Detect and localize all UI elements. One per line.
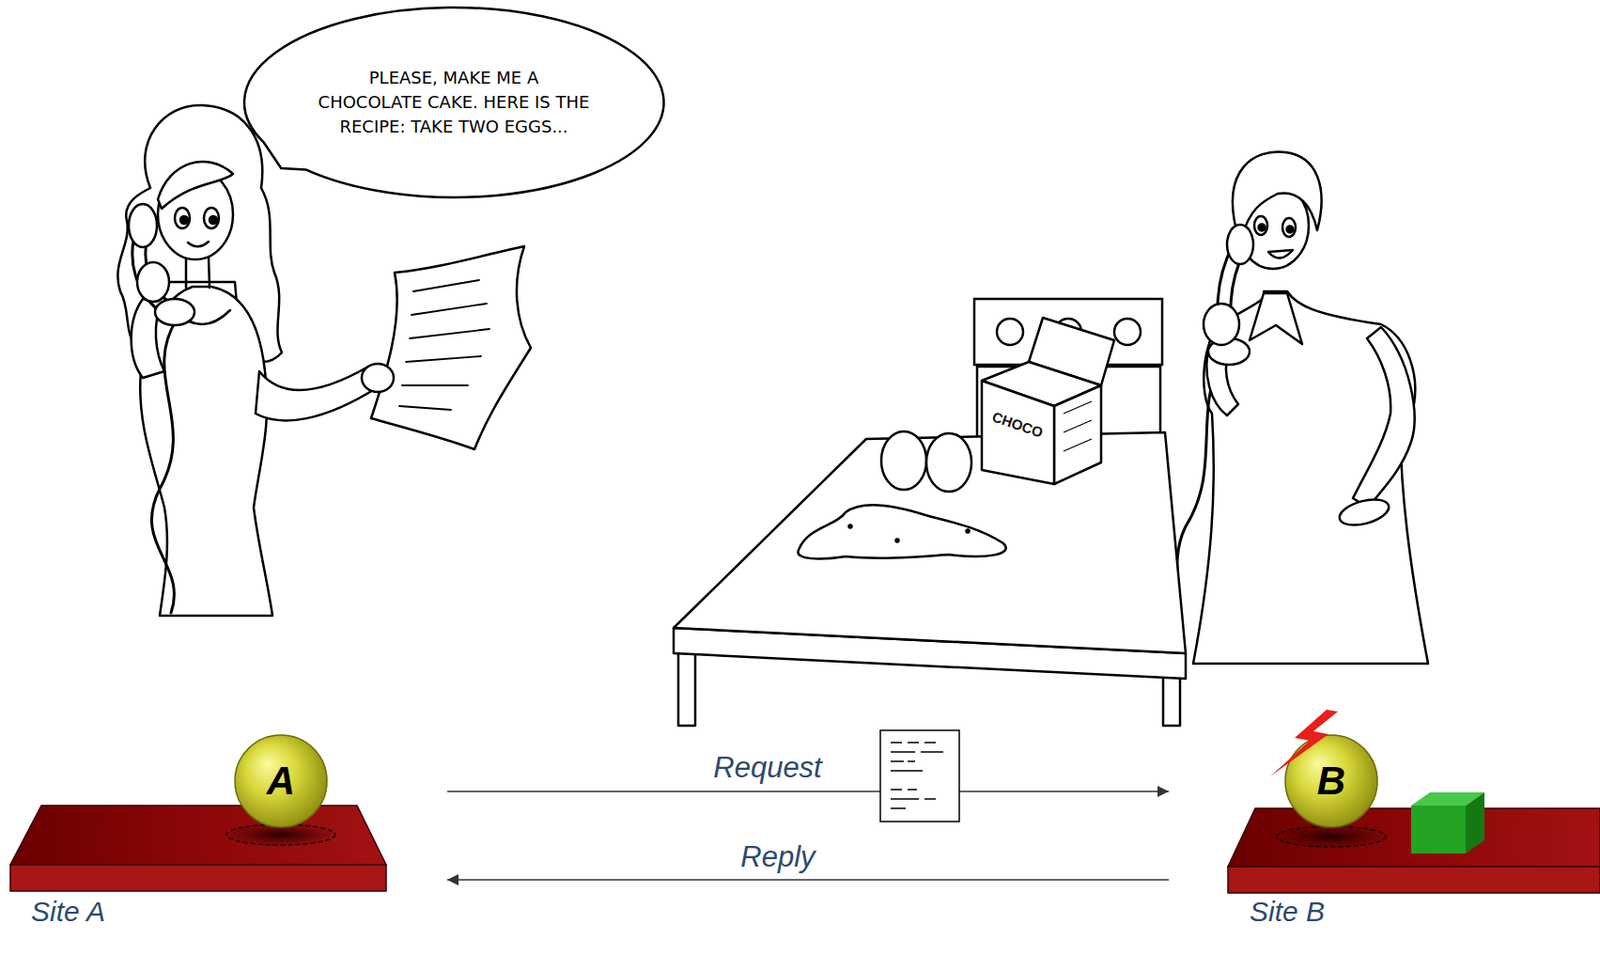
- flour-speck: [849, 525, 853, 529]
- bubble-content: PLEASE, MAKE ME A CHOCOLATE CAKE. HERE I…: [242, 5, 667, 200]
- flour-speck: [966, 529, 970, 533]
- pupil: [209, 216, 218, 224]
- oven-knob: [996, 318, 1024, 345]
- phone-earpiece: [128, 203, 157, 248]
- pupil: [180, 216, 188, 224]
- cocoa-box: [981, 317, 1115, 484]
- egg: [881, 431, 927, 490]
- ball: [234, 734, 327, 827]
- box-label: CHOCO: [990, 407, 1045, 440]
- message-label: Reply: [740, 839, 815, 873]
- body: [139, 286, 273, 616]
- eye: [1282, 217, 1296, 237]
- phone-earpiece: [1227, 224, 1254, 265]
- table-top: [673, 432, 1186, 653]
- ball-label: B: [1317, 761, 1346, 801]
- hand: [1203, 303, 1240, 345]
- pupil: [1287, 226, 1294, 234]
- platform-top: [10, 805, 387, 865]
- site-node: A: [10, 723, 448, 898]
- hand: [361, 363, 394, 392]
- arm: [255, 366, 378, 420]
- ball-shadow: [1273, 823, 1390, 849]
- recipe-scribble: [399, 279, 490, 410]
- document-icon: [880, 730, 960, 822]
- site-b-platform: [1227, 709, 1600, 893]
- egg: [926, 433, 972, 492]
- site-letter: B: [1317, 761, 1346, 801]
- message-arrow: [447, 878, 1169, 881]
- speech-text: PLEASE, MAKE ME A CHOCOLATE CAKE. HERE I…: [317, 65, 591, 140]
- site-label: Site B: [1249, 895, 1325, 927]
- oven-knob: [1114, 318, 1141, 345]
- eye: [174, 207, 190, 229]
- message-arrow: [447, 790, 1169, 793]
- site-label: Site A: [31, 895, 106, 927]
- cube-front: [1411, 805, 1466, 854]
- ball-label: A: [266, 761, 296, 801]
- eye: [1254, 216, 1268, 235]
- bangs: [157, 161, 234, 209]
- document-icon: [890, 742, 944, 808]
- cube-side: [1465, 792, 1485, 854]
- mouth: [1268, 249, 1293, 259]
- ingredients: [797, 431, 1006, 559]
- platform-front: [10, 864, 387, 891]
- woman-right: [1177, 152, 1429, 664]
- hand: [1336, 494, 1392, 529]
- pupil: [1258, 224, 1266, 232]
- hair: [1232, 152, 1322, 237]
- eye: [203, 207, 219, 229]
- ball-ring: [1276, 825, 1386, 847]
- edge-label-holder: Request: [713, 750, 822, 785]
- site-label-holder: Site A: [31, 895, 106, 928]
- box-front: [981, 380, 1055, 484]
- kitchen-table: [673, 432, 1186, 726]
- flour-pile: [797, 504, 1006, 559]
- mouth: [187, 241, 209, 247]
- flour-speck: [896, 539, 900, 543]
- site-a-platform: [10, 734, 387, 891]
- box-hatch: [1063, 401, 1092, 451]
- site-letter: A: [266, 761, 296, 801]
- collar: [1249, 293, 1303, 344]
- edge-label-holder: Reply: [740, 839, 815, 874]
- phone-cord: [1177, 358, 1222, 664]
- site-node: B: [1168, 723, 1600, 898]
- platform-front: [1227, 866, 1600, 893]
- phone-mouthpiece: [155, 298, 195, 326]
- hand: [137, 262, 170, 302]
- document-icon: [880, 730, 960, 822]
- recipe-paper: [371, 246, 531, 450]
- table-leg: [1163, 671, 1181, 726]
- speech-bubble-outline: [244, 7, 665, 198]
- body: [1193, 291, 1429, 664]
- message-label: Request: [713, 750, 822, 784]
- arm: [1352, 326, 1414, 508]
- site-label-holder: Site B: [1249, 895, 1325, 928]
- speech-bubble: PLEASE, MAKE ME A CHOCOLATE CAKE. HERE I…: [242, 5, 667, 200]
- box-label-holder: CHOCO: [990, 407, 1046, 441]
- box-side: [1054, 385, 1102, 484]
- table-leg: [678, 648, 696, 726]
- ball: [1285, 734, 1378, 827]
